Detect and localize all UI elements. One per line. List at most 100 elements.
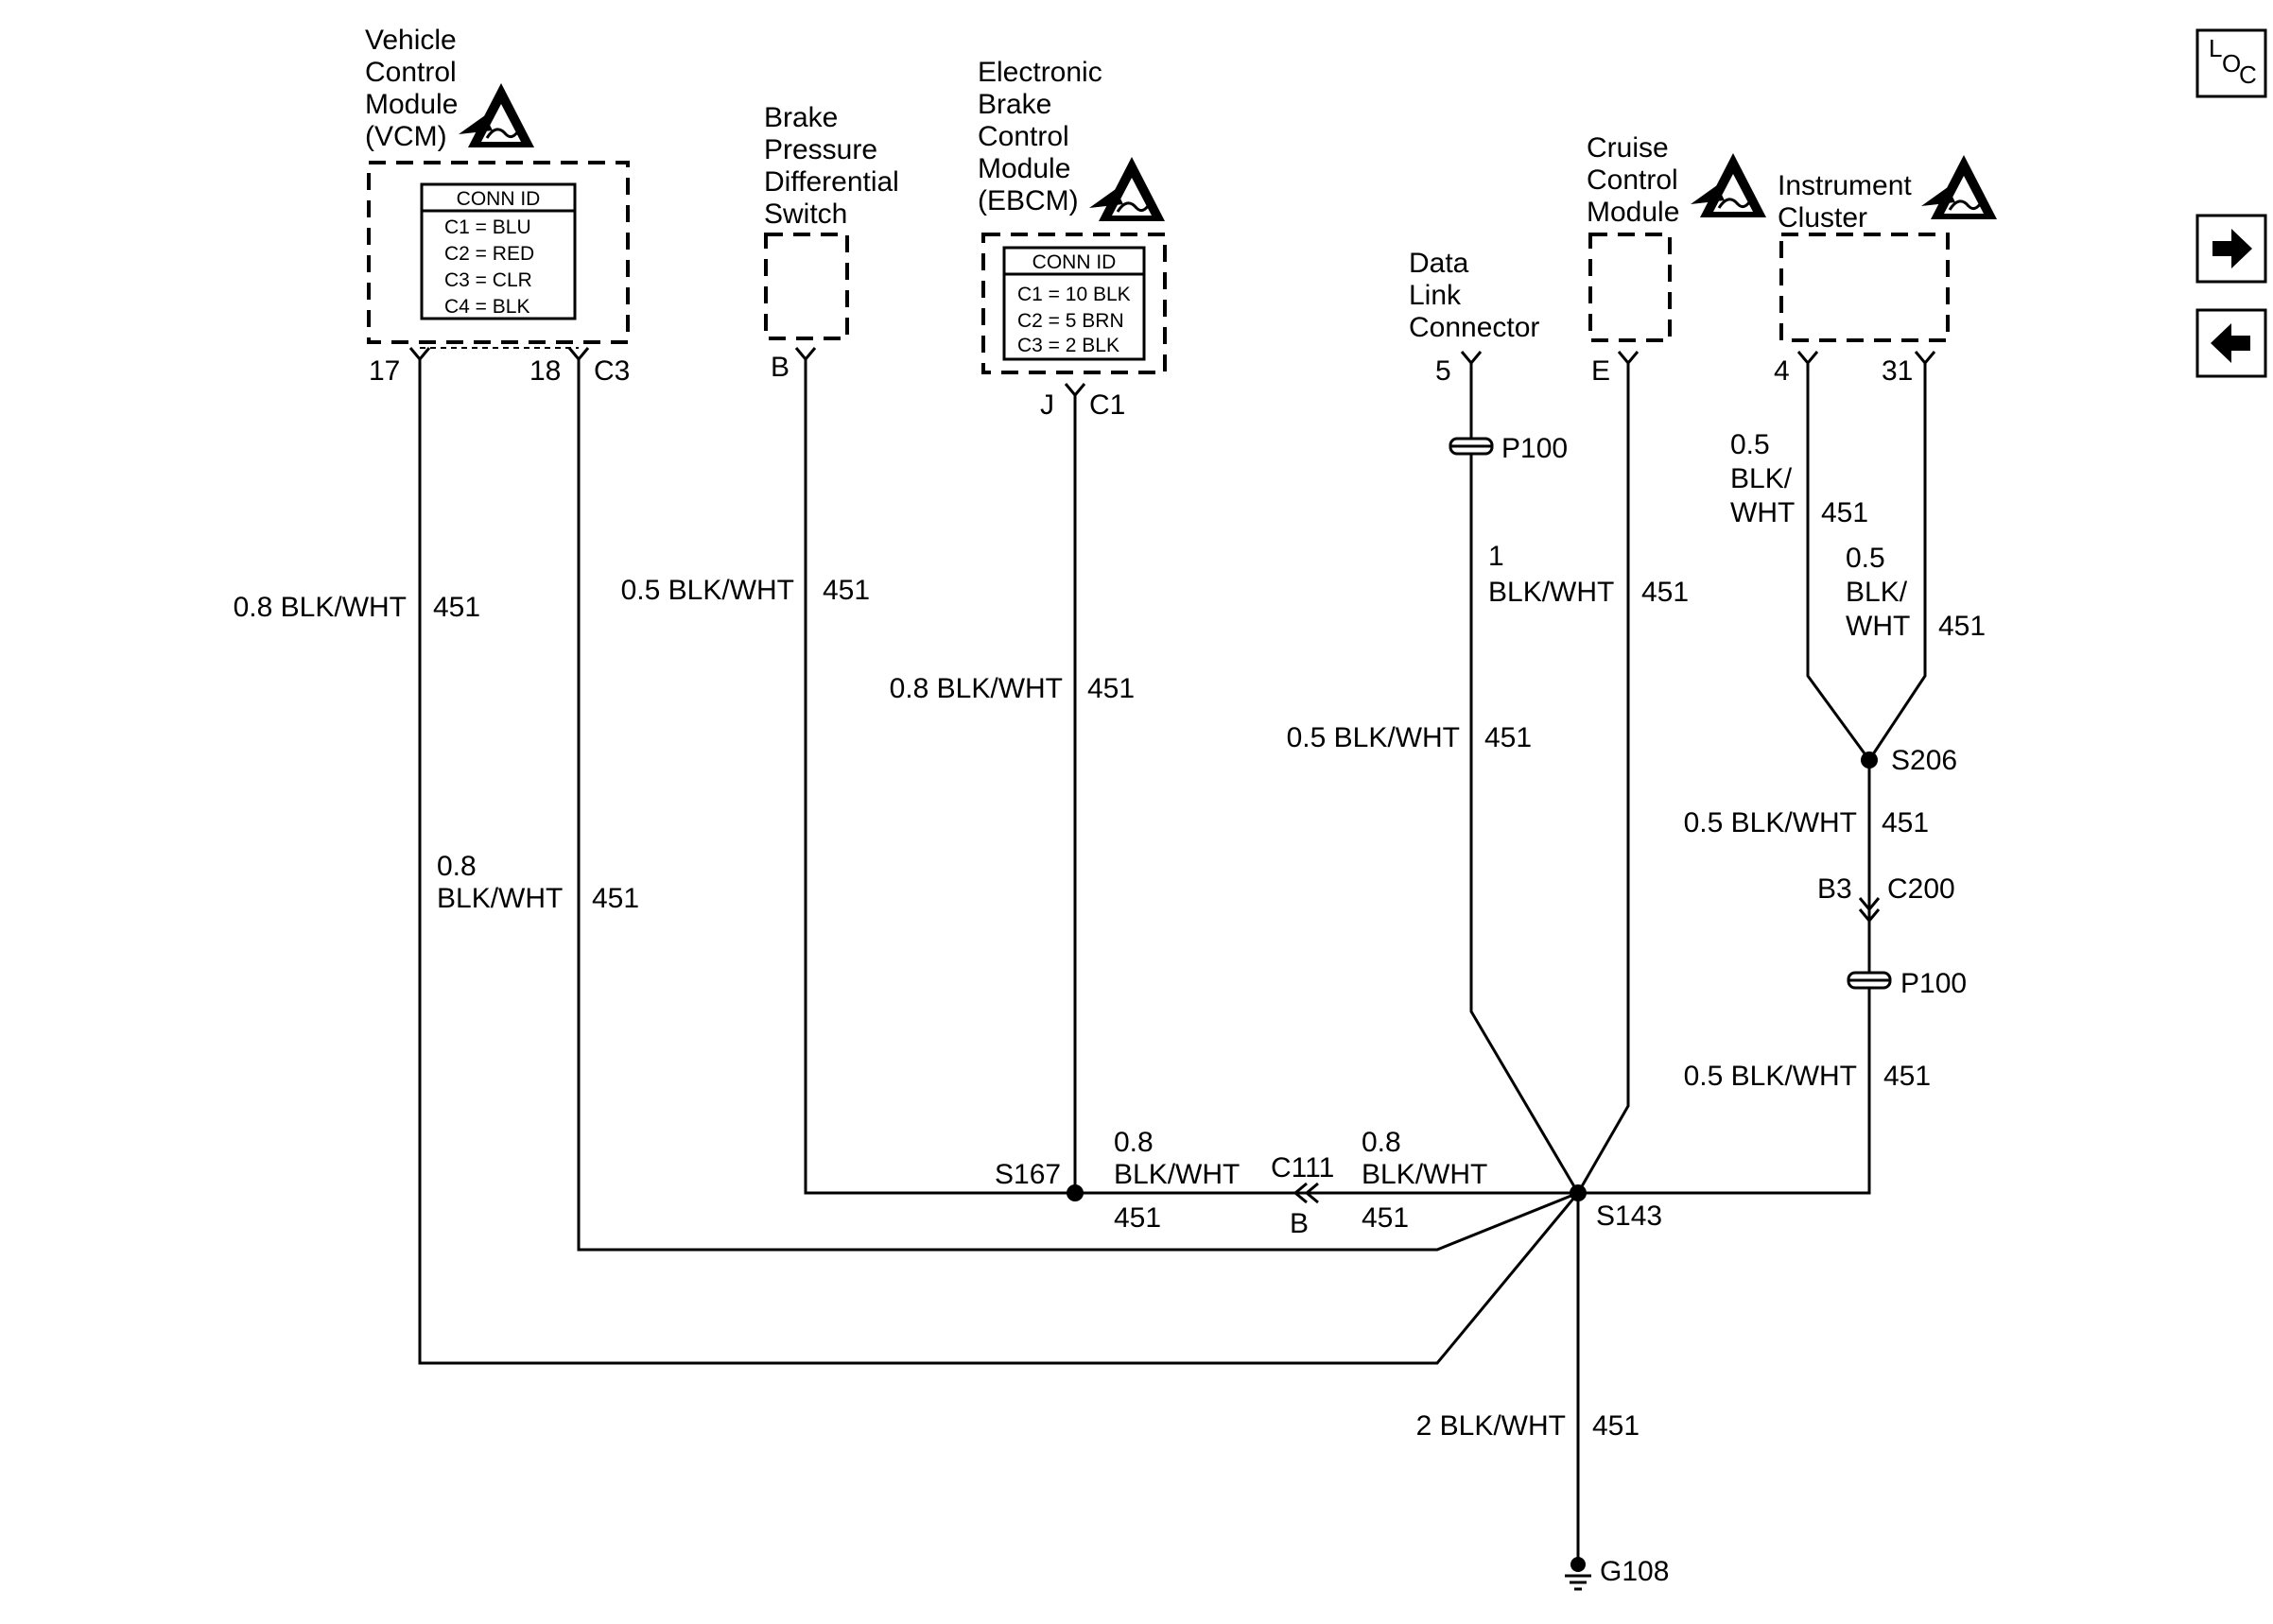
bpds-pin-terminal [794,347,817,362]
ebcm-conn-id-table [1002,246,1146,361]
ebcm-title-line-3: Control [978,121,1069,152]
wire-ipc-31 [1867,363,1927,761]
vcm-conn-row-2: C2 = RED [444,243,534,265]
wire-s206-size: 0.5 BLK/WHT [1684,807,1857,838]
dlc-title: Data Link Connector [1409,248,1539,343]
vcm-title: Vehicle Control Module (VCM) [365,25,458,152]
c200-connector-icon [1858,897,1881,924]
wire-dlc-lower-size: 0.5 BLK/WHT [1287,722,1460,753]
wire-p100-size: 0.5 BLK/WHT [1684,1061,1857,1092]
location-button[interactable]: L O C [2195,28,2267,98]
wire-ccm [1576,363,1630,1194]
wire-ground-size: 2 BLK/WHT [1416,1410,1566,1442]
dlc-title-line-3: Connector [1409,312,1539,343]
wire-bpds-size: 0.5 BLK/WHT [621,575,794,606]
bpds-pin-b: B [771,352,789,383]
c111-label: C111 [1271,1152,1334,1183]
ebcm-conn-row-3: C3 = 2 BLK [1017,335,1119,356]
previous-page-button[interactable] [2195,308,2267,378]
ebcm-title-line-2: Brake [978,89,1051,120]
ebcm-connector-c1: C1 [1089,389,1125,421]
p100-passthrough-icon [1449,437,1494,456]
wire-ipc-4 [1806,363,1871,761]
ccm-title-line-2: Control [1587,164,1678,196]
vcm-pin-17: 17 [369,355,400,387]
esd-warning-icon [459,83,534,147]
wire-ipc31-size: 0.5 [1846,543,1885,574]
vcm-conn-id-title: CONN ID [457,188,541,210]
wire-bus-right-size: 0.8 [1362,1127,1401,1158]
location-button-letter-o: O [2222,49,2241,78]
splice-s206-label: S206 [1891,745,1957,776]
wire-vcm17-circuit: 451 [433,592,480,623]
c200-label: C200 [1887,873,1955,905]
vcm-conn-row-1: C1 = BLU [444,216,531,238]
wire-bus-left-size: 0.8 [1114,1127,1154,1158]
bpds-title-line-3: Differential [764,166,899,198]
ccm-title: Cruise Control Module [1587,132,1679,228]
wire-dlc [1469,363,1580,1194]
c111-connector-icon [1293,1182,1319,1204]
wire-vcm-18 [577,359,1579,1252]
arrow-left-icon [2211,323,2250,363]
wire-vcm18-color: BLK/WHT [437,883,563,914]
ccm-component-box [1588,233,1672,342]
ebcm-title: Electronic Brake Control Module (EBCM) [978,57,1102,216]
ipc-pin-31: 31 [1882,355,1913,387]
esd-warning-icon [1691,153,1766,217]
wire-bpds-circuit: 451 [823,575,870,606]
location-button-letter-c: C [2239,60,2257,89]
wire-ipc31-color-1: BLK/ [1846,577,1908,608]
vcm-title-line-1: Vehicle [365,25,457,56]
wire-bus-left-color: BLK/WHT [1114,1159,1240,1190]
ebcm-component-box [981,233,1167,374]
wire-p100-circuit: 451 [1883,1061,1931,1092]
wire-dlc-upper-size: 1 [1488,541,1504,572]
p100-right-label: P100 [1900,968,1967,999]
ipc-title-line-1: Instrument [1778,170,1912,201]
ebcm-conn-id-title: CONN ID [1032,251,1117,273]
arrow-right-icon [2212,229,2252,268]
ebcm-pin-terminal [1064,383,1086,398]
esd-warning-icon [1089,157,1165,221]
splice-s206 [1861,752,1878,769]
splice-s167-label: S167 [995,1159,1061,1190]
wire-ebcm-circuit: 451 [1087,673,1135,704]
wire-s206-to-s143 [1578,760,1871,1195]
next-page-button[interactable] [2195,214,2267,284]
wire-ebcm-size: 0.8 BLK/WHT [890,673,1063,704]
ipc-title: Instrument Cluster [1778,170,1912,233]
wire-paths [418,359,1927,1564]
vcm-conn-id-table [420,182,577,320]
wire-s206-circuit: 451 [1882,807,1929,838]
splice-s143-label: S143 [1596,1201,1662,1232]
esd-warning-icon [1921,155,1997,219]
vcm-title-line-3: Module [365,89,458,120]
vcm-pin-18: 18 [529,355,561,387]
dlc-title-line-2: Link [1409,280,1462,311]
splice-s143 [1570,1184,1587,1201]
wire-dlc-upper-circuit: 451 [1641,577,1689,608]
wire-vcm18-size: 0.8 [437,851,477,882]
wire-ipc4-circuit: 451 [1821,497,1868,528]
ccm-pin-e: E [1591,355,1610,387]
ebcm-title-line-5: (EBCM) [978,185,1079,216]
ebcm-title-line-1: Electronic [978,57,1102,88]
vcm-pin-18-terminal [567,347,590,362]
vcm-conn-row-3: C3 = CLR [444,269,532,291]
wire-ground-circuit: 451 [1592,1410,1640,1442]
wire-ipc31-circuit: 451 [1938,611,1986,642]
wire-bus-right-circuit: 451 [1362,1202,1409,1234]
vcm-title-line-4: (VCM) [365,121,447,152]
p100-passthrough-icon [1847,971,1892,990]
ground-icon [1565,1557,1591,1591]
wire-vcm-17 [418,359,1580,1365]
bpds-component-box [764,233,849,340]
wire-bus-right-color: BLK/WHT [1362,1159,1487,1190]
ipc-title-line-2: Cluster [1778,202,1867,233]
ipc-pin-31-terminal [1914,351,1936,366]
bpds-title-line-2: Pressure [764,134,877,165]
vcm-title-line-2: Control [365,57,457,88]
vcm-conn-row-4: C4 = BLK [444,296,529,318]
